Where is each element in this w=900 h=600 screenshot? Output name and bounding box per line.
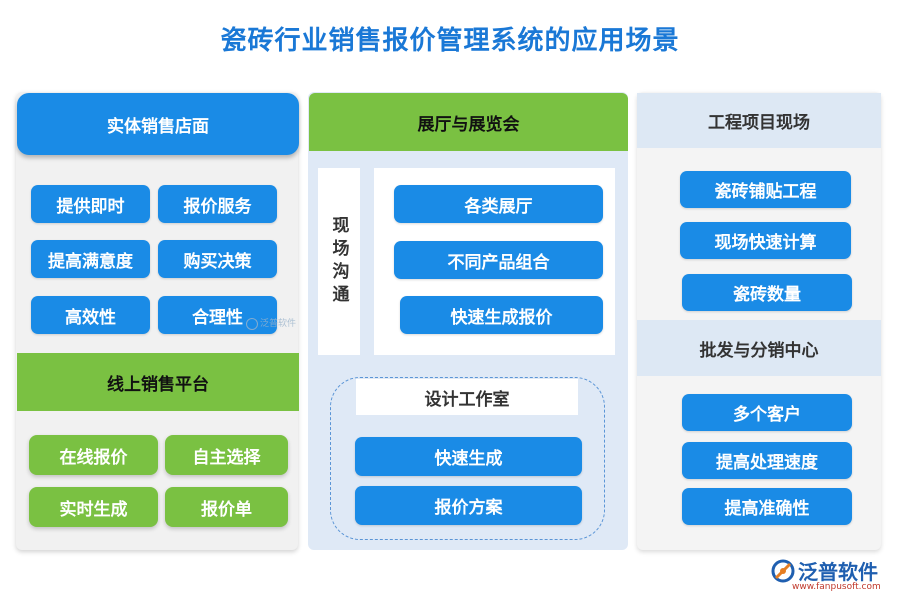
fanpu-logo: 泛普软件 www.fanpusoft.com <box>770 556 892 596</box>
purchase-decision-button: 购买决策 <box>158 240 277 278</box>
project-site-header: 工程项目现场 <box>637 93 881 148</box>
tile-quantity-button: 瓷砖数量 <box>682 274 852 311</box>
online-platform-header: 线上销售平台 <box>17 353 299 411</box>
fanpu-logo-icon <box>771 559 795 583</box>
watermark-icon <box>246 317 258 330</box>
logo-url: www.fanpusoft.com <box>792 582 881 592</box>
watermark: 泛普软件 <box>246 316 296 330</box>
tile-laying-button: 瓷砖铺贴工程 <box>680 171 851 208</box>
design-studio-label: 设计工作室 <box>356 379 578 415</box>
quote-plan-button: 报价方案 <box>355 486 582 525</box>
page-title: 瓷砖行业销售报价管理系统的应用场景 <box>220 26 680 56</box>
multiple-clients-button: 多个客户 <box>682 394 852 431</box>
product-combination-button: 不同产品组合 <box>394 241 603 279</box>
realtime-generate-button: 实时生成 <box>29 487 158 527</box>
rationality-button: 合理性 <box>158 296 277 334</box>
watermark-text: 泛普软件 <box>260 319 297 329</box>
quote-service-button: 报价服务 <box>158 185 277 223</box>
showroom-header: 展厅与展览会 <box>309 93 628 151</box>
onsite-communication-box <box>318 168 360 355</box>
wholesale-center-header: 批发与分销中心 <box>637 320 881 376</box>
accuracy-button: 提高准确性 <box>682 488 852 525</box>
satisfaction-button: 提高满意度 <box>31 240 150 278</box>
quick-generate-button: 快速生成 <box>355 437 582 476</box>
design-studio-group <box>330 377 605 540</box>
quote-sheet-button: 报价单 <box>165 487 288 527</box>
self-select-button: 自主选择 <box>165 435 288 475</box>
retail-store-header: 实体销售店面 <box>17 93 299 155</box>
showroom-types-button: 各类展厅 <box>394 185 603 223</box>
onsite-calculation-button: 现场快速计算 <box>680 222 851 259</box>
onsite-communication-label: 现场沟通 <box>328 215 349 308</box>
instant-button: 提供即时 <box>31 185 150 223</box>
logo-name: 泛普软件 <box>798 560 878 584</box>
online-quote-button: 在线报价 <box>29 435 158 475</box>
fast-quote-button: 快速生成报价 <box>400 296 603 334</box>
processing-speed-button: 提高处理速度 <box>682 442 852 479</box>
efficiency-button: 高效性 <box>31 296 150 334</box>
